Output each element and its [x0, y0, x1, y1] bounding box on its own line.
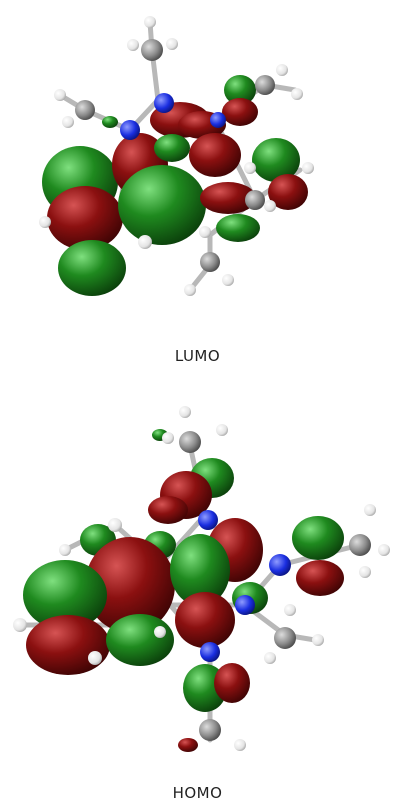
- hydrogen-atom: [234, 739, 246, 751]
- carbon-atom: [245, 190, 265, 210]
- nitrogen-atom: [154, 93, 174, 113]
- lumo-atoms: [39, 16, 314, 296]
- carbon-atom: [199, 719, 221, 741]
- lobe-positive: [58, 240, 126, 296]
- homo-label: HOMO: [172, 784, 223, 802]
- hydrogen-atom: [162, 432, 174, 444]
- carbon-atom: [274, 627, 296, 649]
- homo-orbital-render: [13, 406, 390, 752]
- lobe-positive: [154, 134, 190, 162]
- hydrogen-atom: [364, 504, 376, 516]
- carbon-atom: [75, 100, 95, 120]
- lobe-positive: [118, 165, 206, 245]
- hydrogen-atom: [154, 626, 166, 638]
- hydrogen-atom: [302, 162, 314, 174]
- hydrogen-atom: [264, 200, 276, 212]
- lobe-positive: [252, 138, 300, 182]
- hydrogen-atom: [108, 518, 122, 532]
- hydrogen-atom: [264, 652, 276, 664]
- hydrogen-atom: [359, 566, 371, 578]
- lobe-positive: [292, 516, 344, 560]
- hydrogen-atom: [199, 226, 211, 238]
- lobe-negative: [85, 537, 175, 633]
- nitrogen-atom: [198, 510, 218, 530]
- hydrogen-atom: [284, 604, 296, 616]
- lobe-negative: [178, 738, 198, 752]
- lobe-negative: [222, 98, 258, 126]
- hydrogen-atom: [291, 88, 303, 100]
- lobe-positive: [170, 534, 230, 606]
- lobe-negative: [189, 133, 241, 177]
- hydrogen-atom: [144, 16, 156, 28]
- homo-lobes: [23, 429, 344, 752]
- lobe-negative: [26, 615, 110, 675]
- homo-panel: HOMO: [0, 400, 395, 807]
- hydrogen-atom: [13, 618, 27, 632]
- hydrogen-atom: [179, 406, 191, 418]
- lobe-negative: [47, 186, 123, 250]
- hydrogen-atom: [244, 162, 256, 174]
- hydrogen-atom: [39, 216, 51, 228]
- lobe-negative: [175, 592, 235, 648]
- lumo-panel: LUMO: [0, 0, 395, 380]
- hydrogen-atom: [127, 39, 139, 51]
- nitrogen-atom: [269, 554, 291, 576]
- carbon-atom: [200, 252, 220, 272]
- hydrogen-atom: [222, 274, 234, 286]
- homo-atoms: [13, 406, 390, 751]
- lobe-positive: [23, 560, 107, 630]
- hydrogen-atom: [138, 235, 152, 249]
- carbon-atom: [349, 534, 371, 556]
- hydrogen-atom: [166, 38, 178, 50]
- nitrogen-atom: [210, 112, 226, 128]
- lobe-positive: [216, 214, 260, 242]
- lobe-positive: [224, 75, 256, 105]
- nitrogen-atom: [235, 595, 255, 615]
- lumo-orbital-render: [39, 16, 314, 296]
- nitrogen-atom: [200, 642, 220, 662]
- carbon-atom: [179, 431, 201, 453]
- lobe-negative: [200, 182, 256, 214]
- lobe-positive: [102, 116, 118, 128]
- hydrogen-atom: [312, 634, 324, 646]
- nitrogen-atom: [120, 120, 140, 140]
- carbon-atom: [141, 39, 163, 61]
- lumo-label: LUMO: [174, 347, 221, 365]
- hydrogen-atom: [59, 544, 71, 556]
- hydrogen-atom: [54, 89, 66, 101]
- lumo-lobes: [42, 75, 308, 296]
- lobe-negative: [296, 560, 344, 596]
- lobe-negative: [214, 663, 250, 703]
- lobe-negative: [148, 496, 188, 524]
- hydrogen-atom: [88, 651, 102, 665]
- lobe-positive: [106, 614, 174, 666]
- hydrogen-atom: [216, 424, 228, 436]
- carbon-atom: [255, 75, 275, 95]
- hydrogen-atom: [378, 544, 390, 556]
- hydrogen-atom: [276, 64, 288, 76]
- hydrogen-atom: [62, 116, 74, 128]
- lobe-negative: [268, 174, 308, 210]
- hydrogen-atom: [184, 284, 196, 296]
